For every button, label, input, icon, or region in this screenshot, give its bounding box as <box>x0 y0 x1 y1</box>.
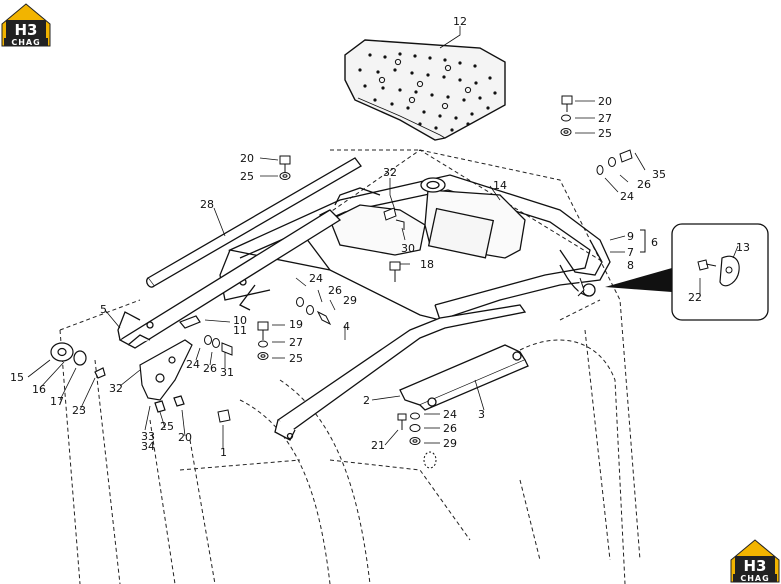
callout-35: 35 <box>652 168 666 181</box>
callout-15: 15 <box>10 371 24 384</box>
callout-28: 28 <box>200 198 214 211</box>
callout-7: 7 <box>627 246 634 259</box>
callout-27: 27 <box>289 336 303 349</box>
callout-18: 18 <box>420 258 434 271</box>
callout-31: 31 <box>220 366 234 379</box>
callout-3: 3 <box>478 408 485 421</box>
callout-20: 20 <box>240 152 254 165</box>
brand-logo-top-left: H3 CHAG <box>1 3 51 47</box>
callout-33: 33 <box>141 430 155 443</box>
callout-27: 27 <box>598 112 612 125</box>
logo-sub: CHAG <box>740 574 769 583</box>
leader-lines <box>27 26 739 448</box>
callout-25: 25 <box>160 420 174 433</box>
callout-22: 22 <box>688 291 702 304</box>
callout-30: 30 <box>401 242 415 255</box>
left-hinge-bracket <box>50 315 201 413</box>
callout-1: 1 <box>220 446 227 459</box>
cab-outline <box>59 149 641 584</box>
callout-8: 8 <box>627 259 634 272</box>
left-rail <box>117 209 342 349</box>
detail-inset <box>605 223 769 321</box>
logo-mark: H3 <box>15 21 38 39</box>
callout-20: 20 <box>598 95 612 108</box>
roof-plate <box>344 39 506 141</box>
callout-25: 25 <box>598 127 612 140</box>
seal-strip <box>146 157 362 288</box>
callout-16: 16 <box>32 383 46 396</box>
callout-6: 6 <box>651 236 658 249</box>
callout-26: 26 <box>443 422 457 435</box>
callout-4: 4 <box>343 320 350 333</box>
callout-14: 14 <box>493 179 507 192</box>
callout-24: 24 <box>309 272 323 285</box>
callout-32: 32 <box>383 166 397 179</box>
callout-25: 25 <box>240 170 254 183</box>
callout-34: 34 <box>141 440 155 453</box>
brand-logo-bottom-right: H3 CHAG <box>730 539 780 583</box>
callout-26: 26 <box>203 362 217 375</box>
callout-20: 20 <box>178 431 192 444</box>
callout-5: 5 <box>100 303 107 316</box>
callout-24: 24 <box>186 358 200 371</box>
callout-23: 23 <box>72 404 86 417</box>
logo-mark: H3 <box>744 557 767 575</box>
group-bracket <box>640 229 646 253</box>
callout-26: 26 <box>637 178 651 191</box>
callout-24: 24 <box>443 408 457 421</box>
callout-9: 9 <box>627 230 634 243</box>
callout-11: 11 <box>233 324 247 337</box>
cab-main-frame <box>219 174 611 321</box>
callout-19: 19 <box>289 318 303 331</box>
callout-29: 29 <box>443 437 457 450</box>
callout-25: 25 <box>289 352 303 365</box>
lower-channel <box>399 344 529 411</box>
callout-17: 17 <box>50 395 64 408</box>
callout-32: 32 <box>109 382 123 395</box>
callout-21: 21 <box>371 439 385 452</box>
callout-10: 10 <box>233 314 247 327</box>
callout-13: 13 <box>736 241 750 254</box>
callout-2: 2 <box>363 394 370 407</box>
fastener-set <box>204 95 633 469</box>
front-rail <box>274 304 527 441</box>
callout-12: 12 <box>453 15 467 28</box>
logo-sub: CHAG <box>11 38 40 47</box>
callout-labels: 12 20 27 25 20 25 32 14 35 26 24 28 30 9… <box>10 15 750 459</box>
callout-24: 24 <box>620 190 634 203</box>
callout-29: 29 <box>343 294 357 307</box>
callout-26: 26 <box>328 284 342 297</box>
